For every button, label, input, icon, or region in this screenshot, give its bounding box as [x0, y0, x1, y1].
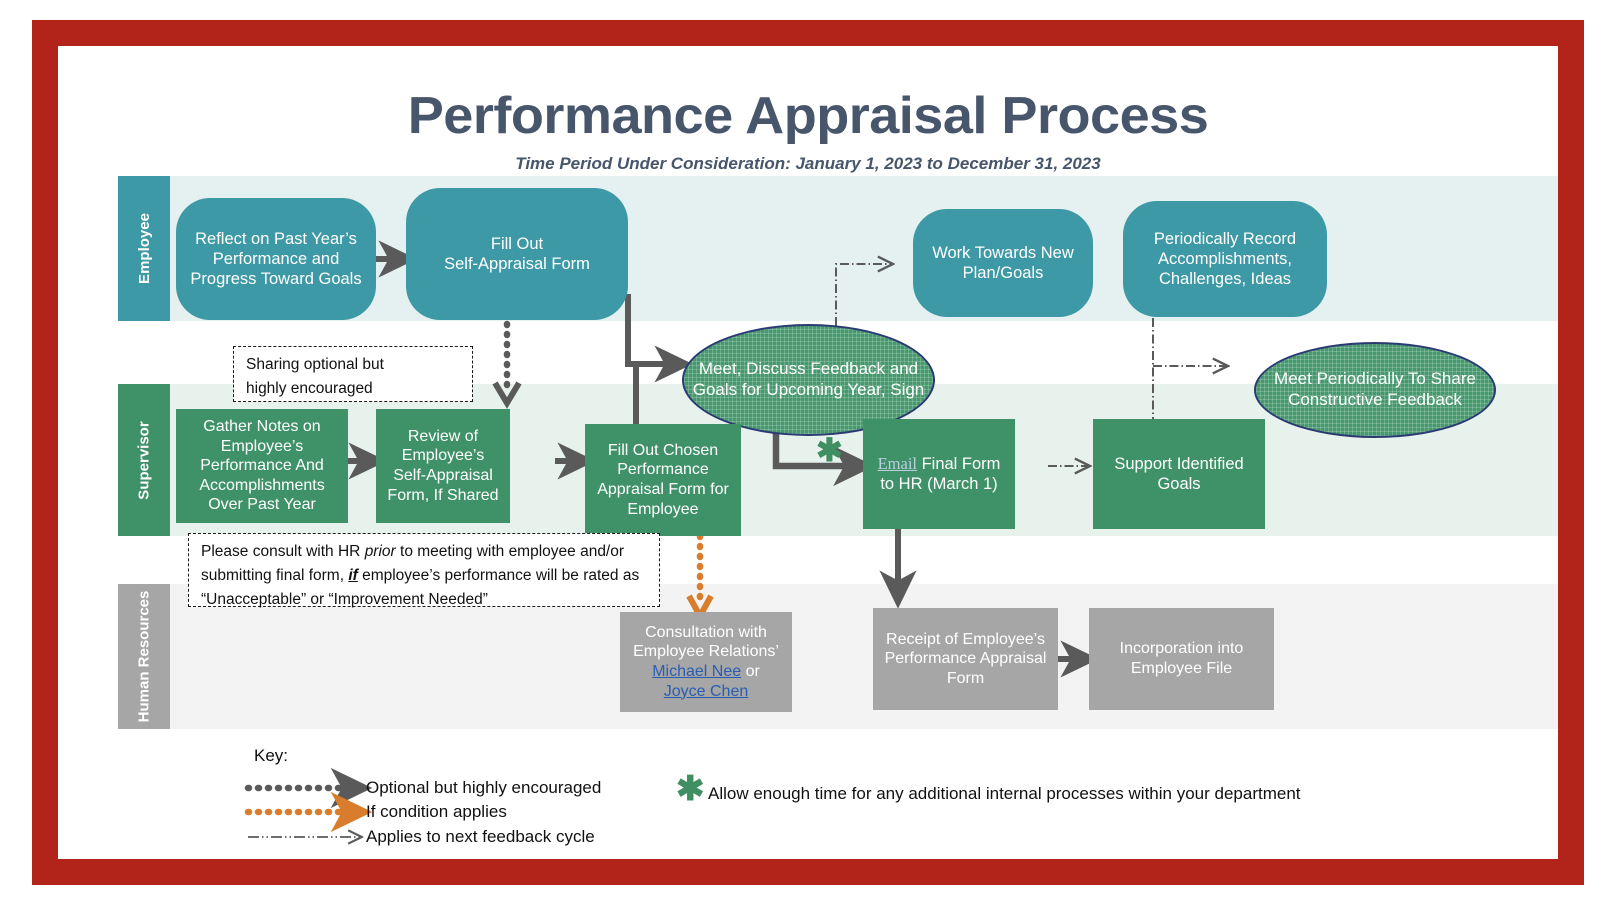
node-consultation[interactable]: Consultation with Employee Relations’ Mi…	[620, 612, 792, 712]
lane-tab-hr: Human Resources	[118, 584, 170, 729]
key-label-next-cycle: Applies to next feedback cycle	[366, 827, 595, 846]
email-hr-text: Email Final Form to HR (March 1)	[871, 454, 1007, 494]
node-record-accomplishments[interactable]: Periodically Record Accomplishments, Cha…	[1123, 201, 1327, 317]
hr-note-if: if	[348, 567, 358, 585]
michael-nee-link[interactable]: Michael Nee	[652, 663, 742, 680]
page-subtitle: Time Period Under Consideration: January…	[515, 154, 1101, 173]
key-label-optional: Optional but highly encouraged	[366, 778, 602, 797]
joyce-chen-link[interactable]: Joyce Chen	[663, 682, 749, 700]
node-self-appraisal[interactable]: Fill Out Self-Appraisal Form	[406, 188, 628, 320]
node-fill-out-chosen[interactable]: Fill Out Chosen Performance Appraisal Fo…	[585, 424, 741, 536]
consultation-links: Michael Nee or	[652, 662, 760, 682]
key-title: Key:	[254, 746, 289, 765]
diagram-frame: Performance Appraisal Process Time Perio…	[32, 20, 1584, 885]
node-work-towards[interactable]: Work Towards New Plan/Goals	[913, 209, 1093, 317]
consultation-mid: or	[741, 663, 760, 680]
note-hr-consult: Please consult with HR prior to meeting …	[188, 533, 660, 609]
node-incorporation[interactable]: Incorporation into Employee File	[1089, 608, 1274, 710]
lane-tab-employee: Employee	[118, 176, 170, 321]
asterisk-email-marker: ✱	[816, 432, 843, 468]
arrow-meet-to-worktowards	[835, 264, 891, 326]
asterisk-key-icon: ✱	[676, 770, 705, 808]
node-review-self-appraisal[interactable]: Review of Employee’s Self-Appraisal Form…	[376, 409, 510, 523]
node-gather-notes[interactable]: Gather Notes on Employee’s Performance A…	[176, 409, 348, 523]
hr-note-p1: Please consult with HR	[201, 543, 365, 560]
arrow-meet-to-email	[772, 421, 875, 487]
node-reflect[interactable]: Reflect on Past Year’s Performance and P…	[176, 198, 376, 320]
consultation-line2: Employee Relations’	[633, 643, 779, 661]
arrowhead-selfappraisal-to-review	[492, 381, 522, 409]
key-label-condition: If condition applies	[366, 802, 507, 821]
key-line-swatches	[244, 767, 373, 889]
hr-note-prior: prior	[364, 543, 396, 560]
email-rest: Final Form to HR (March 1)	[880, 454, 1001, 493]
lane-tab-supervisor: Supervisor	[118, 384, 170, 536]
sharing-note-line2: highly encouraged	[246, 380, 373, 398]
node-email-hr[interactable]: Email Final Form to HR (March 1)	[863, 419, 1015, 529]
hr-note-p2: to meeting with employee and/or submitti…	[201, 543, 625, 585]
hr-note-p3: employee’s performance will be rated as …	[201, 567, 640, 609]
node-meet-periodically[interactable]: Meet Periodically To Share Constructive …	[1254, 342, 1496, 438]
page-title: Performance Appraisal Process	[407, 87, 1209, 145]
consultation-line1: Consultation with	[645, 623, 767, 641]
arrow-selfappraisal-to-meet	[625, 294, 693, 383]
diagram-canvas: Performance Appraisal Process Time Perio…	[58, 46, 1558, 859]
note-sharing-optional: Sharing optional but highly encouraged	[233, 346, 473, 402]
lane-body-hr	[118, 584, 1558, 729]
node-support-goals[interactable]: Support Identified Goals	[1093, 419, 1265, 529]
email-link[interactable]: Email	[877, 453, 917, 473]
node-receipt[interactable]: Receipt of Employee’s Performance Apprai…	[873, 608, 1058, 710]
asterisk-note-text: Allow enough time for any additional int…	[708, 784, 1301, 803]
sharing-note-line1: Sharing optional but	[246, 356, 384, 373]
node-meet-discuss[interactable]: Meet, Discuss Feedback and Goals for Upc…	[682, 324, 935, 436]
